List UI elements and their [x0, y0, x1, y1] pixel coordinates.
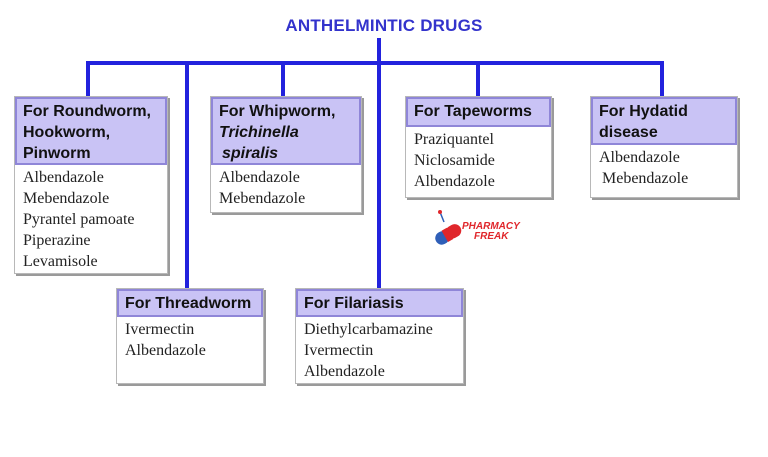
header-line: Trichinella: [219, 124, 299, 141]
drug-item: Albendazole: [304, 363, 385, 380]
header-line-italic: spiralis: [219, 143, 353, 164]
drug-item: Levamisole: [23, 253, 98, 270]
drug-item: Niclosamide: [414, 152, 495, 169]
drug-item: Mebendazole: [602, 170, 689, 187]
card-header: For Filariasis: [296, 289, 463, 317]
drug-list: Ivermectin Albendazole: [117, 317, 263, 363]
connector-roundworm: [86, 61, 90, 97]
connector-hydatid: [660, 61, 664, 97]
logo-line: FREAK: [474, 231, 509, 242]
connector-title-stem: [377, 38, 381, 64]
card-header: For Tapeworms: [406, 97, 551, 127]
drug-item: Albendazole: [125, 342, 206, 359]
header-line: Pinworm: [23, 145, 91, 162]
header-line: For Threadworm: [125, 295, 252, 312]
drug-item: Albendazole: [219, 169, 300, 186]
connector-whipworm: [281, 61, 285, 97]
card-filariasis: For Filariasis Diethylcarbamazine Iverme…: [295, 288, 464, 384]
connector-tapeworms: [476, 61, 480, 97]
header-line: For Whipworm,: [219, 103, 336, 120]
drug-list: Albendazole Mebendazole: [211, 165, 361, 211]
header-line: disease: [599, 124, 658, 141]
header-line: spiralis: [222, 145, 279, 162]
card-header: For Hydatid disease: [591, 97, 737, 145]
drug-item: Albendazole: [599, 149, 680, 166]
header-line: For Hydatid: [599, 103, 688, 120]
header-line-italic: Trichinella: [219, 122, 353, 143]
connector-horizontal-bar: [86, 61, 664, 65]
card-whipworm: For Whipworm, Trichinella spiralis Alben…: [210, 96, 362, 213]
header-line: Hookworm,: [23, 124, 111, 141]
drug-item: Ivermectin: [125, 321, 195, 338]
drug-list: Diethylcarbamazine Ivermectin Albendazol…: [296, 317, 463, 384]
card-header: For Threadworm: [117, 289, 263, 317]
card-roundworm: For Roundworm, Hookworm, Pinworm Albenda…: [14, 96, 168, 274]
card-header: For Roundworm, Hookworm, Pinworm: [15, 97, 167, 165]
card-tapeworms: For Tapeworms Praziquantel Niclosamide A…: [405, 96, 552, 198]
card-hydatid: For Hydatid disease Albendazole Mebendaz…: [590, 96, 738, 198]
drug-item: Albendazole: [414, 173, 495, 190]
drug-list: Albendazole Mebendazole Pyrantel pamoate…: [15, 165, 167, 274]
card-header: For Whipworm, Trichinella spiralis: [211, 97, 361, 165]
connector-filariasis: [377, 61, 381, 290]
header-line: For Tapeworms: [414, 103, 532, 120]
drug-item: Mebendazole: [219, 190, 306, 207]
drug-item: Albendazole: [23, 169, 104, 186]
drug-list: Praziquantel Niclosamide Albendazole: [406, 127, 551, 194]
drug-item: Praziquantel: [414, 131, 494, 148]
card-threadworm: For Threadworm Ivermectin Albendazole: [116, 288, 264, 384]
logo-wordmark: PHARMACY FREAK: [462, 222, 520, 242]
connector-threadworm: [185, 61, 189, 290]
drug-item: Diethylcarbamazine: [304, 321, 433, 338]
drug-item: Ivermectin: [304, 342, 374, 359]
drug-item: Pyrantel pamoate: [23, 211, 135, 228]
logo-line: PHARMACY: [462, 221, 520, 232]
drug-list: Albendazole Mebendazole: [591, 145, 737, 191]
header-line: For Filariasis: [304, 295, 404, 312]
header-line: For Roundworm,: [23, 103, 151, 120]
drug-item: Mebendazole: [23, 190, 110, 207]
drug-item: Piperazine: [23, 232, 91, 249]
pharmacy-freak-logo-icon: [435, 210, 462, 245]
diagram-title: ANTHELMINTIC DRUGS: [285, 16, 483, 35]
